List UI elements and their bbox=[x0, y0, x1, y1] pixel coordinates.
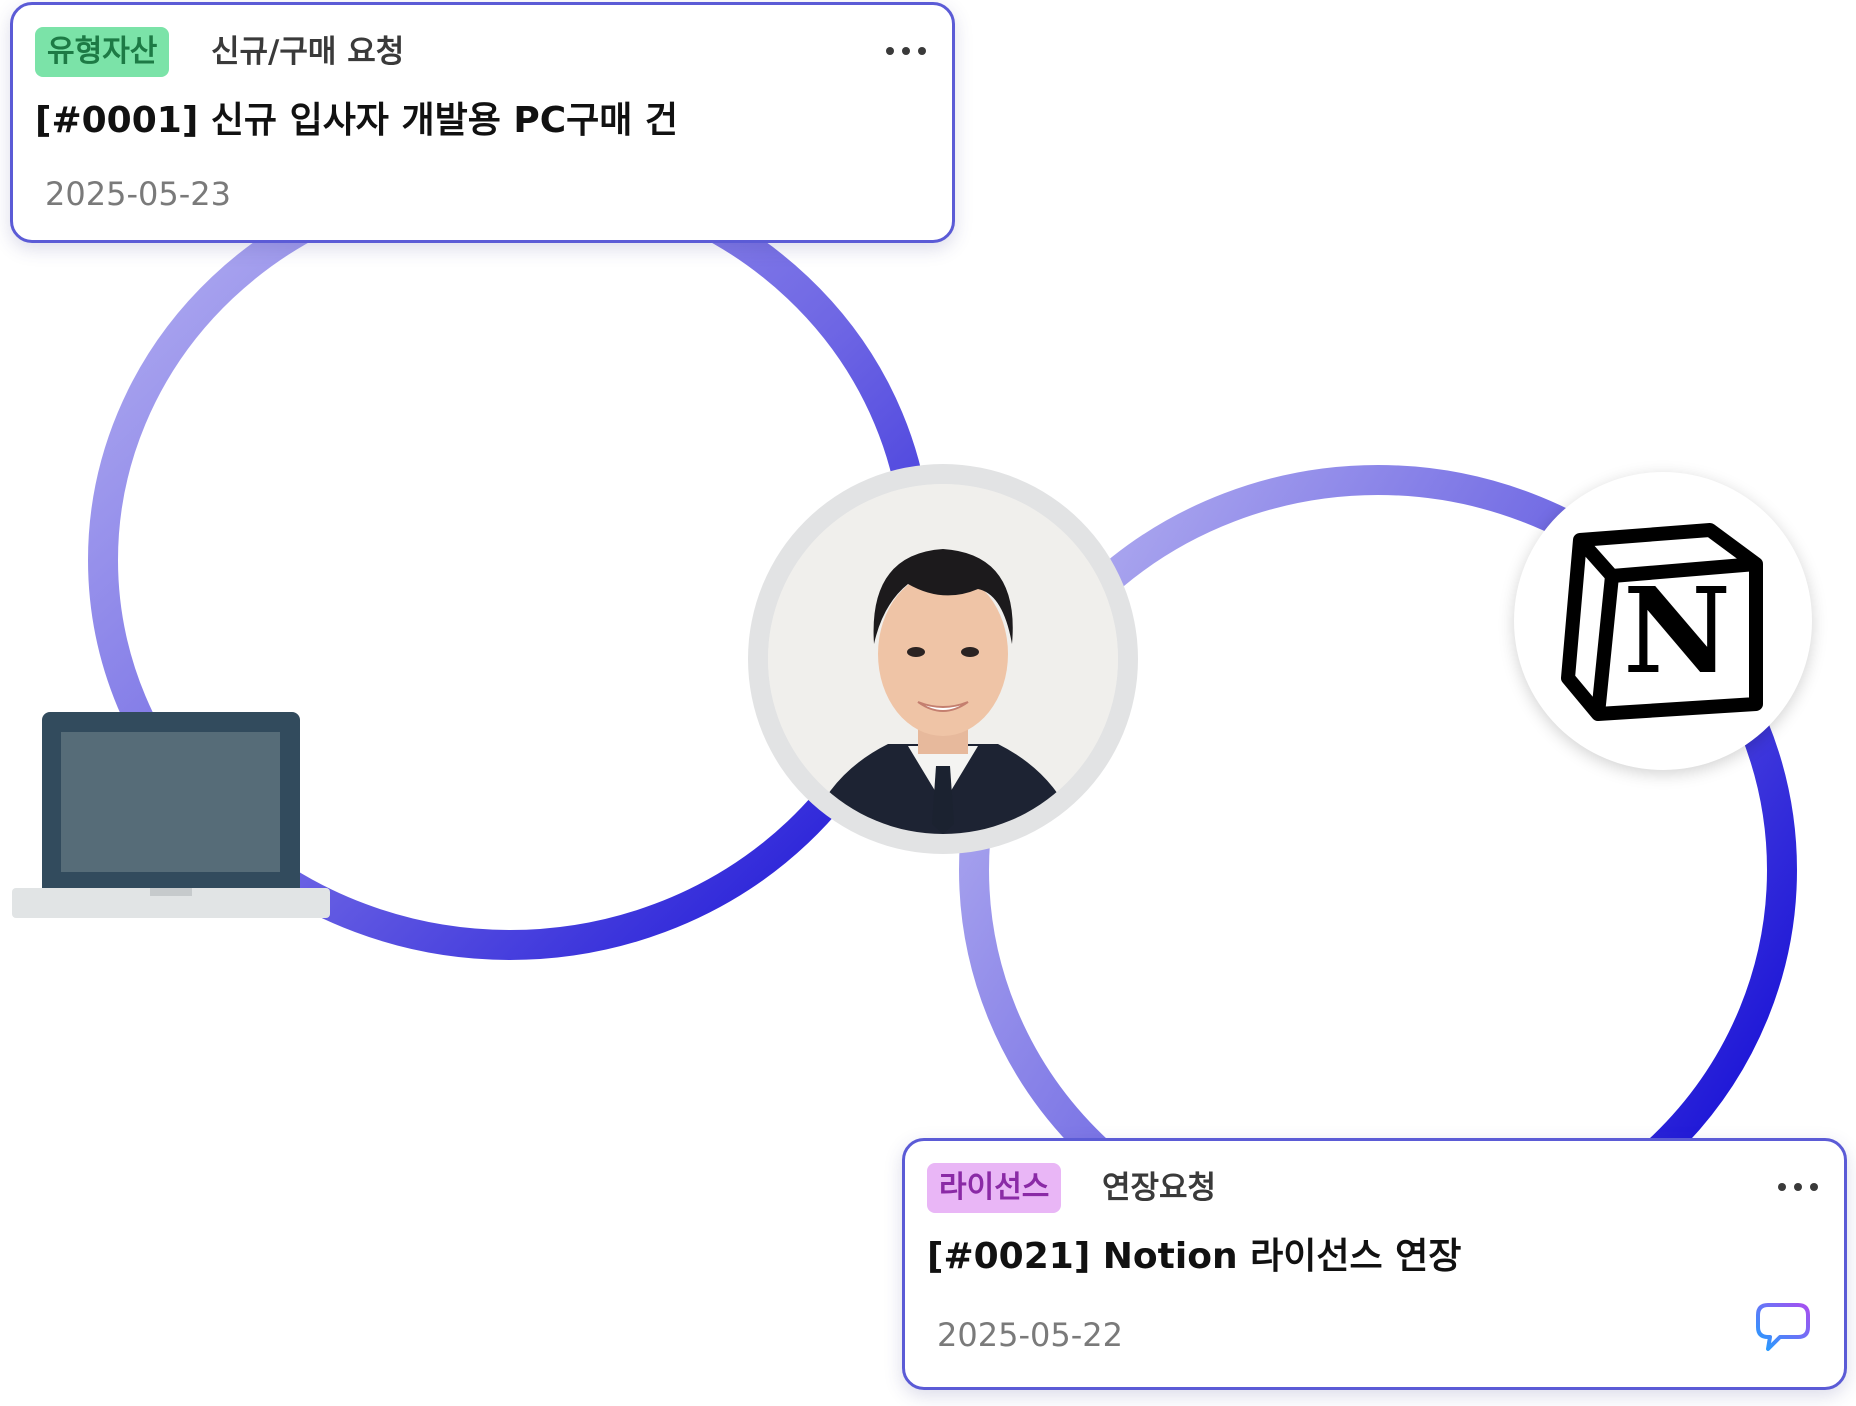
request-date: 2025-05-22 bbox=[937, 1316, 1123, 1354]
notion-logo: N bbox=[1514, 472, 1812, 770]
svg-text:N: N bbox=[1623, 561, 1731, 700]
notion-logo-mark: N bbox=[1561, 523, 1763, 721]
request-title: [#0001] 신규 입사자 개발용 PC구매 건 bbox=[35, 100, 679, 141]
category-tag: 유형자산 bbox=[35, 27, 170, 77]
portrait bbox=[768, 484, 1118, 834]
more-icon[interactable] bbox=[886, 31, 926, 71]
request-date: 2025-05-23 bbox=[45, 175, 231, 213]
user-avatar bbox=[748, 464, 1138, 854]
request-type: 신규/구매 요청 bbox=[211, 34, 405, 70]
more-icon[interactable] bbox=[1778, 1167, 1818, 1207]
chat-bubble-icon[interactable] bbox=[1754, 1301, 1812, 1353]
category-tag: 라이선스 bbox=[927, 1163, 1062, 1213]
request-card-asset[interactable]: 유형자산 신규/구매 요청 [#0001] 신규 입사자 개발용 PC구매 건 … bbox=[10, 2, 955, 243]
request-type: 연장요청 bbox=[1102, 1170, 1217, 1206]
laptop-icon bbox=[12, 712, 330, 918]
request-title: [#0021] Notion 라이선스 연장 bbox=[927, 1236, 1462, 1277]
request-card-license[interactable]: 라이선스 연장요청 [#0021] Notion 라이선스 연장 2025-05… bbox=[902, 1138, 1847, 1390]
